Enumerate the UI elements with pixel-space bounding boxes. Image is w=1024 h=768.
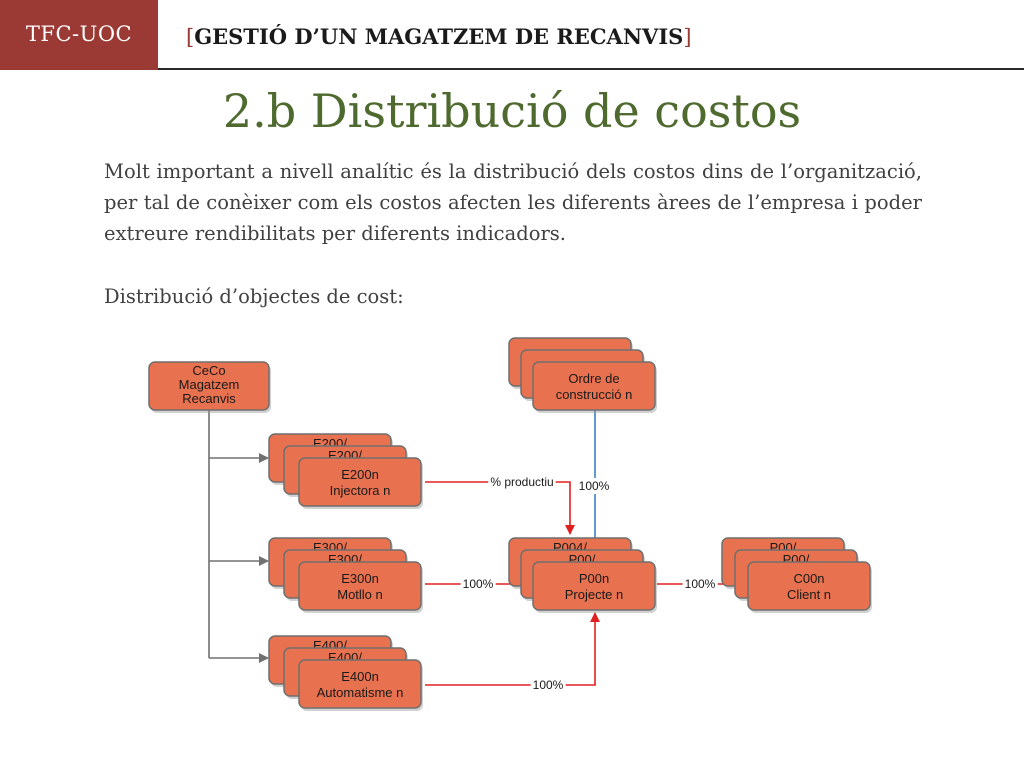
e300-node-back-label-1: E300/ — [313, 540, 347, 555]
edge-label-p00-to-c00: 100% — [685, 577, 716, 591]
p00-node-label-line-2: Projecte n — [565, 587, 624, 602]
header-divider — [158, 68, 1024, 70]
e400-node-label-line-2: Automatisme n — [317, 685, 404, 700]
slide-title: 2.b Distribució de costos — [222, 84, 802, 138]
e400-node-back-label-1: E400/ — [313, 638, 347, 653]
p00-node-label-line-1: P00n — [579, 571, 609, 586]
c00-node-back-label-2: P00/ — [783, 552, 810, 567]
edge-label-ordre-to-p00: 100% — [579, 479, 610, 493]
p00-node-box — [532, 561, 656, 611]
c00-node-box — [747, 561, 871, 611]
edge-label-ordre-to-p00-bg — [576, 478, 612, 494]
course-tag: TFC-UOC — [0, 0, 158, 70]
e400-node-box — [298, 659, 422, 709]
intro-paragraph: Molt important a nivell analític és la d… — [104, 160, 922, 245]
e400-to-p00-arrow — [425, 612, 600, 686]
e400-node-label-line-1: E400n — [341, 669, 379, 684]
e200-to-p00-arrow — [425, 481, 575, 535]
c00-node-label-line-1: C00n — [793, 571, 824, 586]
ceco-box — [148, 361, 270, 411]
e300-node-label-line-1: E300n — [341, 571, 379, 586]
bracket-open: [ — [186, 25, 195, 49]
cost-objects-heading: Distribució d’objectes de cost: — [104, 285, 404, 308]
e200-node-back-label-2: E200/ — [328, 448, 362, 463]
e200-node-label-line-2: Injectora n — [330, 483, 391, 498]
e200-node-box — [298, 457, 422, 507]
document-header-title: [GESTIÓ D’UN MAGATZEM DE RECANVIS] — [186, 24, 692, 49]
course-tag-label: TFC-UOC — [25, 22, 133, 46]
c00-node-label-line-2: Client n — [787, 587, 831, 602]
edge-label-e300-to-p00-bg — [460, 576, 496, 592]
ordre-node-label-line-1: Ordre de — [568, 371, 619, 386]
edge-label-e300-to-p00: 100% — [463, 577, 494, 591]
diagram-edge-labels: % productiu 100% 100% 100% 100% — [460, 474, 718, 693]
ordre-node-label-line-2: construcció n — [556, 387, 633, 402]
e300-node-box — [298, 561, 422, 611]
ceco-label-line-1: CeCo — [192, 363, 225, 378]
ceco-label-line-3: Recanvis — [182, 391, 236, 406]
e300-node-back-label-2: E300/ — [328, 552, 362, 567]
p00-node-back-label-1: P004/ — [553, 540, 587, 555]
e400-node-back-label-2: E400/ — [328, 650, 362, 665]
p00-node-back-label-2: P00/ — [569, 552, 596, 567]
edge-label-p00-to-c00-bg — [682, 576, 718, 592]
e200-node-label-line-1: E200n — [341, 467, 379, 482]
edge-label-e400-to-p00-bg — [530, 677, 566, 693]
ordre-node-box — [532, 361, 656, 411]
edge-label-productiu: % productiu — [490, 475, 553, 489]
edge-label-e400-to-p00: 100% — [533, 678, 564, 692]
edge-label-productiu-bg — [488, 474, 556, 490]
bracket-close: ] — [683, 25, 692, 49]
c00-node-back-label-1: P00/ — [770, 540, 797, 555]
ceco-label-line-2: Magatzem — [179, 377, 240, 392]
header-title-text: GESTIÓ D’UN MAGATZEM DE RECANVIS — [194, 24, 684, 49]
e300-node-label-line-2: Motllo n — [337, 587, 383, 602]
e200-node-back-label-1: E200/ — [313, 436, 347, 451]
